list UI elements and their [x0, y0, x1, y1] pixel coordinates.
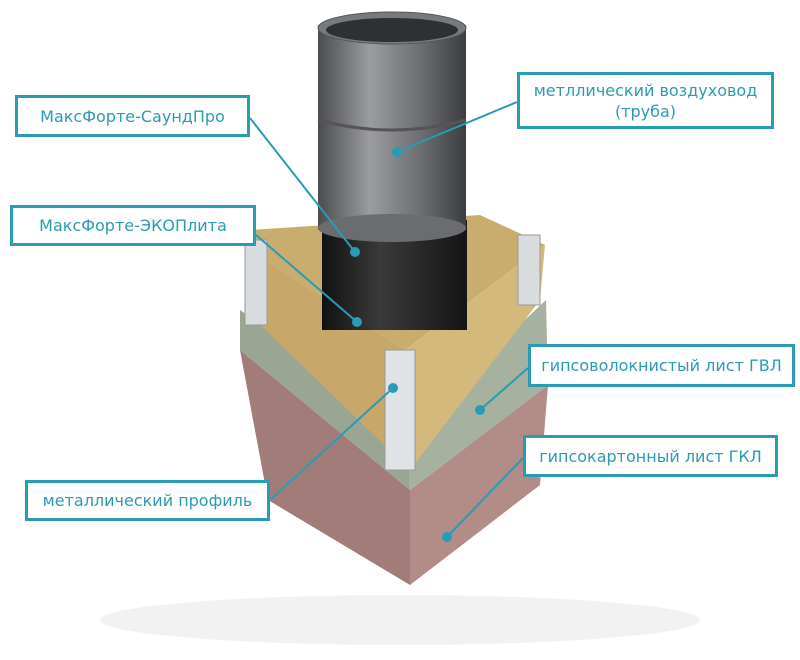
label-metal-duct-line1: метллический воздуховод [533, 80, 758, 100]
label-soundpro: МаксФорте-СаундПро [15, 95, 250, 137]
gkl-left-face [240, 350, 410, 585]
label-metal-duct: метллический воздуховод (труба) [517, 72, 774, 129]
profile-left [244, 239, 268, 326]
profile-right [517, 234, 541, 306]
duct-seam [317, 118, 467, 132]
wool-right [405, 245, 545, 470]
label-profile: металлический профиль [25, 480, 270, 521]
metal-duct [318, 25, 466, 230]
gvl-right-face [408, 300, 548, 490]
duct-opening [326, 18, 458, 42]
callout-lines [249, 101, 529, 542]
duct-bottom-rim [318, 214, 466, 242]
label-ecoplita: МаксФорте-ЭКОПлита [10, 205, 256, 246]
wool-left [250, 250, 410, 470]
label-gkl: гипсокартонный лист ГКЛ [523, 435, 778, 477]
profile-front [384, 349, 416, 471]
shadow [100, 595, 700, 645]
label-gvl: гипсоволокнистый лист ГВЛ [528, 344, 795, 387]
label-metal-duct-line2: (труба) [614, 101, 677, 121]
gvl-left-face [240, 310, 410, 490]
